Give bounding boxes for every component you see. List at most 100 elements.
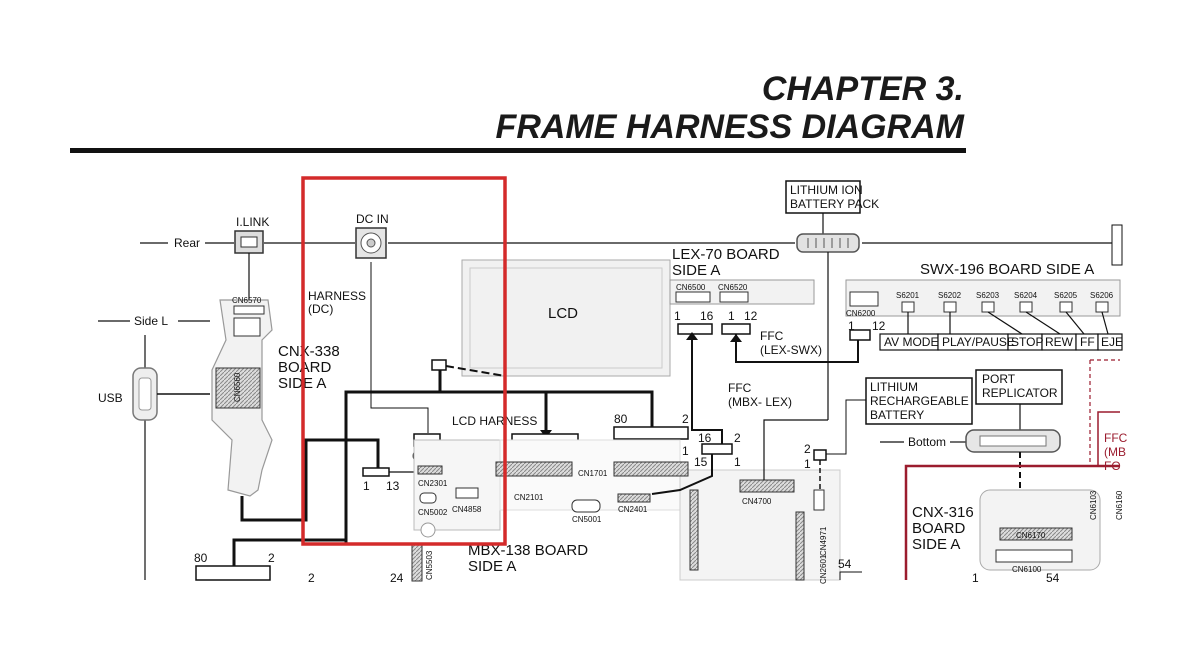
cn6520-label: CN6520: [718, 283, 748, 292]
pin-label: 2: [734, 431, 741, 445]
li-recharge-label-2: RECHARGEABLE: [870, 394, 969, 408]
rear-label: Rear: [174, 236, 200, 250]
side-l-label: Side L: [134, 314, 168, 328]
ff-label: FF: [1080, 335, 1095, 349]
dc-in-label: DC IN: [356, 212, 389, 226]
ffc-edge-label-3: FO: [1104, 459, 1121, 473]
cn5001-label: CN5001: [572, 515, 602, 524]
s6203-label: S6203: [976, 291, 1000, 300]
mbx-138-board: [413, 439, 841, 581]
eje-label: EJE: [1101, 335, 1123, 349]
cn4971-label: CN4971: [819, 526, 828, 556]
cnx338-title: CNX-338: [278, 343, 340, 360]
pin-label: 54: [1046, 571, 1060, 585]
ffc-lexswx-label: FFC: [760, 329, 784, 343]
chapter-heading: CHAPTER 3.: [761, 70, 964, 108]
cn6570-label: CN6570: [232, 296, 262, 305]
li-ion-label: LITHIUM ION: [790, 183, 863, 197]
cn6560-connector: [215, 367, 261, 409]
ffc-lexswx-sub: (LEX-SWX): [760, 343, 822, 357]
cnx316-outline: [904, 464, 1120, 580]
lex70-side: SIDE A: [672, 262, 720, 279]
ilink-label: I.LINK: [236, 215, 269, 229]
cnx316-board-label: BOARD: [912, 520, 966, 537]
cn6200-label: CN6200: [846, 309, 876, 318]
pin-label: 1: [728, 309, 735, 323]
cn4700-label: CN4700: [742, 497, 772, 506]
cn6160-label: CN6160: [1115, 490, 1124, 520]
s6206-label: S6206: [1090, 291, 1114, 300]
port-rep-label-2: REPLICATOR: [982, 386, 1058, 400]
lcd-label: LCD: [548, 305, 578, 322]
ffc-edge-label: FFC: [1104, 431, 1128, 445]
cn2301-label: CN2301: [418, 479, 448, 488]
ffc-edge-label-2: (MB: [1104, 445, 1126, 459]
pin-label: 24: [390, 571, 404, 585]
cnx316-side: SIDE A: [912, 536, 960, 553]
battery-connector-icon: [796, 233, 860, 253]
cn1701-label: CN1701: [578, 469, 608, 478]
cn2401-label: CN2401: [618, 505, 648, 514]
cn2601-label: CN2601: [819, 554, 828, 584]
dc-harness-wire: [370, 262, 429, 433]
cn4858-label: CN4858: [452, 505, 482, 514]
pin-label: 12: [744, 309, 758, 323]
play-pause-label: PLAY/PAUSE: [942, 335, 1015, 349]
bottom-label: Bottom: [908, 435, 946, 449]
mbx138-title: MBX-138 BOARD: [468, 542, 588, 559]
pin-label: 16: [698, 431, 712, 445]
ffc-mbxlex-label: FFC: [728, 381, 752, 395]
cn6100-label: CN6100: [1012, 565, 1042, 574]
pin-label: 1: [674, 309, 681, 323]
pin-label: 12: [872, 319, 886, 333]
port-rep-label: PORT: [982, 372, 1016, 386]
cn5503-label: CN5503: [425, 550, 434, 580]
pin-label: 13: [386, 479, 400, 493]
pin-label: 1: [363, 479, 370, 493]
usb-label: USB: [98, 391, 123, 405]
pin-label: 1: [972, 571, 979, 585]
li-ion-label-2: BATTERY PACK: [790, 197, 879, 211]
cn6103-label: CN6103: [1089, 490, 1098, 520]
harness-dc-label: HARNESS: [308, 289, 366, 303]
s6201-label: S6201: [896, 291, 920, 300]
ilink-port-icon: [234, 230, 264, 254]
highlight-box: [301, 176, 507, 546]
pin-label: 2: [268, 551, 275, 565]
li-ion-battery-box: [785, 180, 861, 214]
li-recharge-label-3: BATTERY: [870, 408, 924, 422]
cn6570-connector: [233, 305, 265, 315]
pin-label: 1: [734, 455, 741, 469]
pin-label: 54: [838, 557, 852, 571]
pin-label: 80: [614, 412, 628, 426]
pin-label: 80: [194, 551, 208, 565]
cnx316-title: CNX-316: [912, 504, 974, 521]
cn6500-label: CN6500: [676, 283, 706, 292]
pin-label: 2: [682, 412, 689, 426]
rew-label: REW: [1045, 335, 1074, 349]
swx196-title: SWX-196 BOARD SIDE A: [920, 261, 1094, 278]
pin-label: 1: [848, 319, 855, 333]
s6202-label: S6202: [938, 291, 962, 300]
cnx338-board: BOARD: [278, 359, 332, 376]
port-replicator-box: [975, 369, 1063, 405]
cn2101-label: CN2101: [514, 493, 544, 502]
cn6560-label: CN6560: [233, 372, 242, 402]
pin-label: 2: [308, 571, 315, 585]
pin-label: 15: [694, 455, 708, 469]
s6204-label: S6204: [1014, 291, 1038, 300]
stop-label: STOP: [1011, 335, 1043, 349]
lcd-harness-connector: [431, 359, 447, 371]
dc-in-jack-icon: [355, 227, 387, 259]
cn6170-label: CN6170: [1016, 531, 1046, 540]
lcd-panel: [461, 259, 671, 377]
mbx138-side: SIDE A: [468, 558, 516, 575]
s6205-label: S6205: [1054, 291, 1078, 300]
ffc-mbxlex-sub: (MBX- LEX): [728, 395, 792, 409]
pin-label: 2: [804, 442, 811, 456]
lex70-title: LEX-70 BOARD: [672, 246, 780, 263]
li-recharge-label: LITHIUM: [870, 380, 918, 394]
av-mode-label: AV MODE: [884, 335, 938, 349]
lcd-harness-label: LCD HARNESS: [452, 414, 537, 428]
